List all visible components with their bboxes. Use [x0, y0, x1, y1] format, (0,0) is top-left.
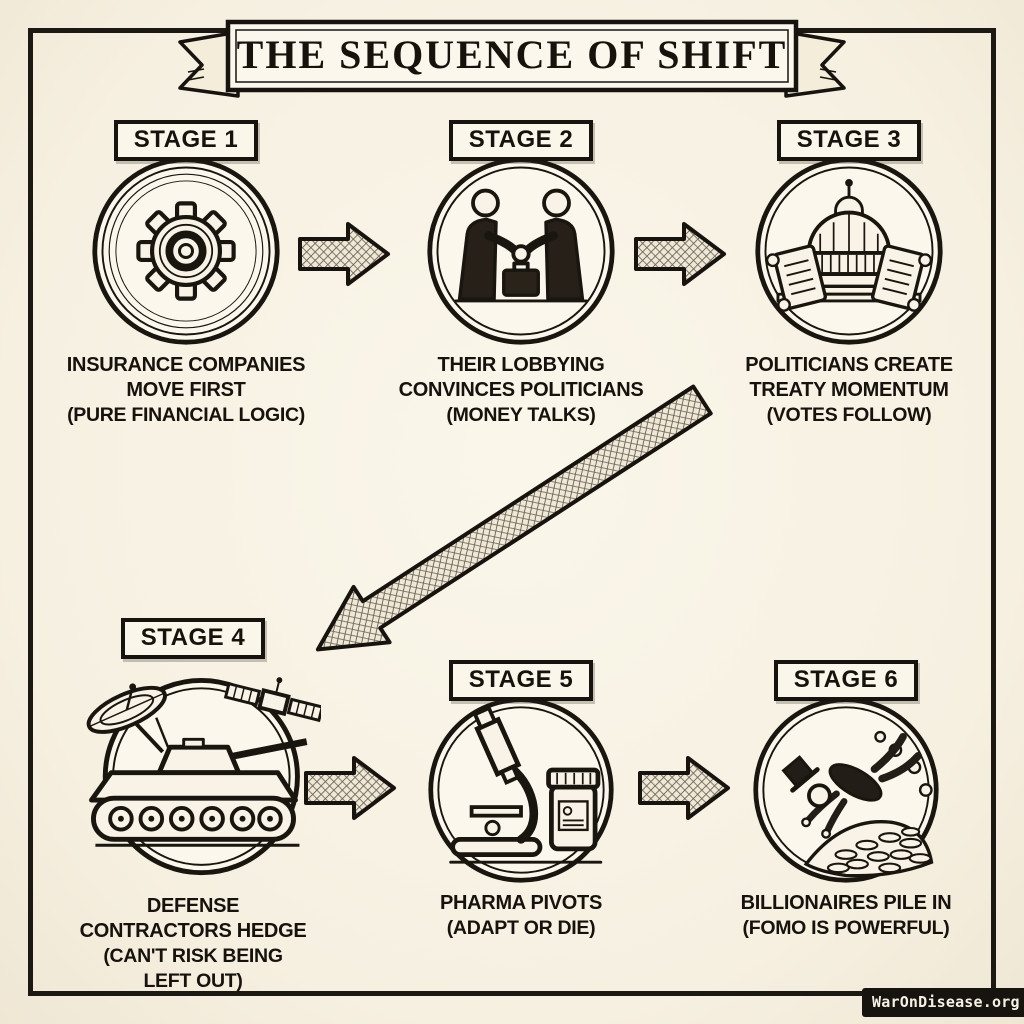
caption-line: POLITICIANS CREATE [745, 354, 953, 376]
stage-5-caption: PHARMA PIVOTS (ADAPT OR DIE) [381, 891, 661, 941]
satellite-dish-icon [86, 683, 167, 754]
stage-3-label: STAGE 3 [776, 120, 922, 161]
caption-subline: (CAN'T RISK BEING [103, 945, 283, 968]
tank [88, 717, 307, 847]
scroll [871, 244, 933, 312]
caption-subline: (PURE FINANCIAL LOGIC) [67, 404, 305, 426]
stage-2-label: STAGE 2 [448, 120, 594, 161]
caption-line: TREATY MOMENTUM [749, 379, 949, 401]
stage-4-label: STAGE 4 [120, 618, 266, 659]
stage-1-label: STAGE 1 [113, 120, 259, 161]
stage-1: STAGE 1 INSURANCE COMPANIES MOV [46, 120, 326, 428]
gear-icon [92, 157, 280, 345]
source-badge: WarOnDisease.org [862, 988, 1024, 1017]
capitol-scrolls-icon [755, 157, 943, 345]
caption-subline: (FOMO IS POWERFUL) [742, 917, 950, 939]
caption-subline: (VOTES FOLLOW) [766, 404, 932, 426]
tank-satellite-icon [86, 677, 321, 876]
stage-4-caption: DEFENSE CONTRACTORS HEDGE (CAN'T RISK BE… [48, 894, 338, 994]
stage-6-caption: BILLIONAIRES PILE IN (FOMO IS POWERFUL) [706, 891, 986, 941]
diagram-title: THE SEQUENCE OF SHIFT [236, 32, 788, 77]
satellite-icon [223, 677, 321, 723]
stage-3: STAGE 3 [709, 120, 989, 428]
diving-figure [781, 733, 922, 839]
billionaire-coins-icon [753, 697, 939, 883]
ribbon-shape [178, 19, 846, 98]
caption-line: CONVINCES POLITICIANS [398, 379, 644, 401]
stage-5-label: STAGE 5 [448, 660, 594, 701]
stage-5: STAGE 5 [381, 660, 661, 941]
top-hat-icon [781, 755, 820, 793]
stage-4: STAGE 4 [48, 618, 338, 994]
stage-6: STAGE 6 [706, 660, 986, 941]
caption-line: BILLIONAIRES PILE IN [740, 892, 952, 914]
handshake-icon [427, 157, 615, 345]
caption-subline: (MONEY TALKS) [446, 404, 596, 426]
caption-subline: (ADAPT OR DIE) [446, 917, 596, 939]
stage-1-caption: INSURANCE COMPANIES MOVE FIRST (PURE FIN… [46, 353, 326, 428]
coin-pile [803, 820, 934, 878]
stage-3-caption: POLITICIANS CREATE TREATY MOMENTUM (VOTE… [709, 353, 989, 428]
caption-line: MOVE FIRST [126, 379, 246, 401]
stage-2: STAGE 2 THEIR LOBBYING CONVINCES POLITIC… [381, 120, 661, 428]
caption-line: CONTRACTORS HEDGE [79, 920, 307, 943]
caption-subline: LEFT OUT) [143, 970, 243, 993]
caption-line: DEFENSE [146, 895, 240, 918]
stage-2-caption: THEIR LOBBYING CONVINCES POLITICIANS (MO… [381, 353, 661, 428]
caption-line: PHARMA PIVOTS [439, 892, 603, 914]
stage-6-label: STAGE 6 [773, 660, 919, 701]
microscope-pill-icon [428, 697, 614, 883]
microscope [449, 705, 603, 864]
caption-line: INSURANCE COMPANIES [66, 354, 306, 376]
pill-bottle [546, 767, 601, 852]
scroll [765, 244, 827, 312]
caption-line: THEIR LOBBYING [437, 354, 605, 376]
